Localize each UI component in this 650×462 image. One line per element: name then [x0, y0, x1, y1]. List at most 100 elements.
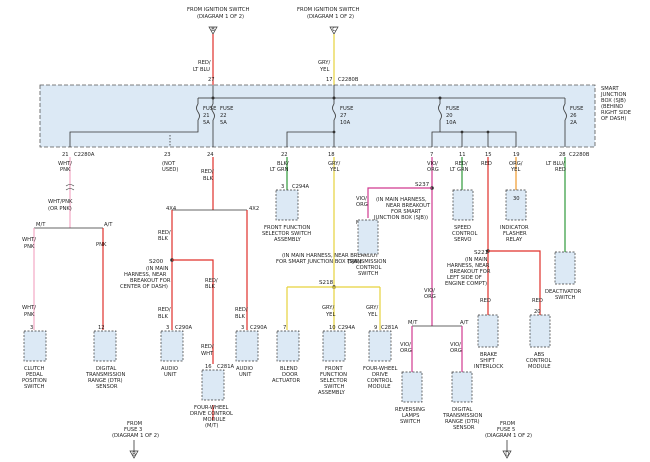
fuse-26-num: 26: [570, 113, 577, 119]
dtr2-line2: TRANSMISSION: [442, 413, 482, 419]
abs-body: [529, 314, 551, 348]
sjb-label-2: JUNCTION: [600, 92, 627, 98]
fuse-22: FUSE 22 5A: [211, 103, 233, 126]
splice-s237: (IN MAIN HARNESS, NEAR BREAKOUT FOR SMAR…: [373, 197, 431, 221]
component-front-function-switch-lower: 10 C294A FRONT FUNCTION SELECTOR SWITCH …: [318, 325, 356, 396]
component-reversing-lamps-switch: REVERSING LAMPS SWITCH: [395, 371, 425, 425]
wire-7-label: VIO/: [427, 161, 438, 167]
ffss2-conn: C294A: [338, 325, 356, 331]
scs-body: [452, 189, 474, 221]
fuse5-arrow-icon: [502, 450, 512, 459]
wire-vo1b: ORG: [356, 202, 368, 208]
wire-red-b: RED: [480, 298, 491, 304]
source-1-color2: LT BLU: [193, 67, 210, 73]
wire-rb3: RED/: [158, 307, 171, 313]
ifr-pin: 30: [513, 196, 520, 202]
wire-22-label: BLK/: [277, 161, 289, 167]
wire-11-label: RED/: [455, 161, 468, 167]
fwdcm2-line2: DRIVE: [372, 372, 388, 378]
abs-pin: 20: [534, 309, 541, 315]
wire-vo4: VIO/: [450, 342, 461, 348]
s221-line2: HARNESS, NEAR: [447, 263, 490, 269]
fuse-27-num: 27: [340, 113, 347, 119]
audio1-line2: UNIT: [164, 372, 177, 378]
source-2-conn: C: [332, 27, 336, 33]
source-1-line1: FROM IGNITION SWITCH: [187, 7, 250, 13]
source-1-arrow-icon: [208, 26, 218, 35]
fuse-22-name: FUSE: [220, 106, 233, 112]
component-audio-unit-1: 3 C290A AUDIO UNIT: [160, 325, 193, 378]
ifr-line3: RELAY: [506, 237, 523, 243]
tcs-line1: TRANSMISSION: [346, 259, 386, 265]
component-4wd-module: 9 C281A FOUR-WHEEL DRIVE CONTROL MODULE: [363, 325, 399, 390]
fwdcm-line4: (M/T): [205, 423, 218, 429]
splice-s218: (IN MAIN HARNESS, NEAR BREAKOUT FOR SMAR…: [276, 253, 379, 286]
ifr-line2: FLASHER: [503, 231, 527, 237]
sjb-connector-bottom-right: C2280B: [569, 152, 590, 158]
scs-line2: CONTROL: [452, 231, 477, 237]
wire-red-c: RED: [532, 298, 543, 304]
ifr-line1: INDICATOR: [500, 225, 529, 231]
wire-rb1: RED/: [158, 230, 171, 236]
wire-gy1: GRY/: [322, 305, 334, 311]
source-2-line1: FROM IGNITION SWITCH: [297, 7, 360, 13]
tcs-line3: SWITCH: [358, 271, 378, 277]
fuse5-line2: FUSE 5: [497, 427, 515, 433]
dtr1-line1: DIGITAL: [96, 366, 116, 372]
component-indicator-flasher-relay: 30 INDICATOR FLASHER RELAY: [500, 189, 529, 243]
wire-19-label: ORG/: [509, 161, 523, 167]
fuse-22-num: 22: [220, 113, 227, 119]
source-fuse-3: FROM FUSE 3 (DIAGRAM 1 OF 2) B: [112, 421, 159, 459]
component-blend-door-actuator: 7 BLEND DOOR ACTUATOR: [272, 325, 300, 384]
fuse3-conn: B: [132, 452, 136, 458]
sjb-label-1: SMART: [601, 86, 620, 92]
rls-body: [401, 371, 423, 403]
fuse-26-name: FUSE: [570, 106, 583, 112]
wire-left-label: WHT/: [22, 237, 36, 243]
wire-vo2: VIO/: [424, 288, 435, 294]
rls-line1: REVERSING: [395, 407, 425, 413]
ifr-body: [505, 189, 527, 221]
source-1-conn: B: [211, 27, 215, 33]
bsi-line2: SHIFT: [480, 358, 496, 364]
component-brake-shift-interlock: BRAKE SHIFT INTERLOCK: [474, 314, 504, 370]
fwdcm2-line1: FOUR-WHEEL: [363, 366, 398, 372]
fwdcm-line1: FOUR-WHEEL: [194, 405, 229, 411]
component-front-function-switch-upper: 3 C294A FRONT FUNCTION SELECTOR SWITCH A…: [262, 184, 311, 243]
fuse-20: FUSE 20 10A: [438, 103, 459, 126]
dtr2-body: [451, 371, 473, 403]
label-mt-left: M/T: [36, 222, 46, 228]
clutch-line2: PEDAL: [26, 372, 43, 378]
source-2-color: GRY/: [318, 60, 330, 66]
deact-body: [554, 251, 576, 285]
fuse-21-name: FUSE: [203, 106, 216, 112]
sjb-label-3: BOX (SJB): [601, 98, 626, 104]
fuse5-conn: D: [505, 452, 509, 458]
fuse-27-name: FUSE: [340, 106, 353, 112]
blend-line1: BLEND: [280, 366, 298, 372]
fuse3-line1: FROM: [127, 421, 142, 427]
s200-line1: (IN MAIN: [146, 266, 169, 272]
wire-28-label: LT BLU/: [546, 161, 565, 167]
s221-id: S221: [474, 250, 489, 256]
s237-line2: NEAR BREAKOUT: [386, 203, 431, 209]
wire-dr-label: WHT/PNK: [48, 199, 73, 205]
sjb-pin-21: 21: [62, 152, 69, 158]
splice-s200: S200 (IN MAIN HARNESS, NEAR BREAKOUT FOR…: [120, 259, 171, 290]
wire-18-label: GRY/: [328, 161, 340, 167]
ffss2-body: [322, 330, 346, 362]
sjb-pin-22: 22: [281, 152, 288, 158]
wire-pnk-label: PNK: [96, 242, 107, 248]
wire-19-label-2: YEL: [510, 167, 520, 173]
wire-left-label-b: WHT/: [22, 305, 36, 311]
fwdcm2-line4: MODULE: [368, 384, 391, 390]
tcs-line2: CONTROL: [356, 265, 381, 271]
fuse3-arrow-icon: [129, 450, 139, 459]
clutch-line4: SWITCH: [24, 384, 44, 390]
fuse-26: FUSE 26 2A: [563, 103, 583, 126]
ffss1-line2: SELECTOR SWITCH: [262, 231, 311, 237]
fuse-26-amp: 2A: [570, 120, 577, 126]
source-2-color2: YEL: [319, 67, 329, 73]
fuse-21: FUSE 21 5A: [196, 103, 216, 126]
wire-rb2: RED/: [205, 278, 218, 284]
